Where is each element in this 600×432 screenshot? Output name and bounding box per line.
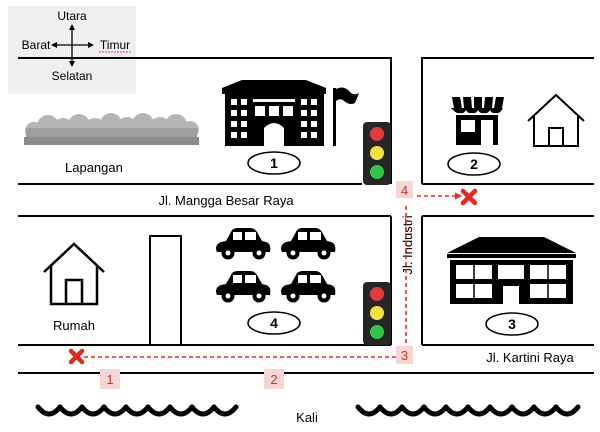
car-icon bbox=[216, 228, 271, 260]
place-number-2: 2 bbox=[470, 156, 478, 172]
place-number-4: 4 bbox=[270, 315, 278, 331]
end-cross-icon bbox=[460, 188, 478, 206]
place-number-badge-1 bbox=[247, 151, 301, 175]
school-building-icon bbox=[222, 80, 326, 146]
place-number-3: 3 bbox=[508, 316, 516, 332]
water-wave-icon bbox=[38, 407, 236, 414]
place-number-badge-4 bbox=[247, 311, 301, 335]
warehouse-icon bbox=[447, 237, 576, 304]
route-segment-top bbox=[417, 192, 462, 200]
route-step-badge-4 bbox=[396, 181, 413, 198]
home-label: Rumah bbox=[53, 318, 95, 333]
top-right-block-edge bbox=[421, 57, 594, 184]
route-step-2: 2 bbox=[270, 372, 277, 387]
compass-east-label: Timur bbox=[100, 38, 130, 52]
house-icon bbox=[527, 93, 585, 147]
car-icon bbox=[216, 271, 271, 303]
industri-road-label: Jl. Industri bbox=[400, 215, 415, 274]
water-wave-icon bbox=[358, 407, 578, 414]
compass: Utara Barat Timur Selatan bbox=[8, 6, 136, 94]
compass-west-label: Barat bbox=[22, 38, 51, 52]
river-label: Kali bbox=[296, 410, 318, 425]
house-icon bbox=[43, 242, 105, 306]
shop-icon bbox=[451, 97, 504, 145]
route-step-badge-2 bbox=[264, 369, 284, 389]
route-step-4: 4 bbox=[401, 183, 408, 198]
main-road-label: Jl. Mangga Besar Raya bbox=[158, 193, 294, 208]
route-step-badge-3 bbox=[396, 346, 413, 364]
road-network bbox=[18, 57, 594, 374]
flag-icon bbox=[333, 87, 359, 146]
alley-road bbox=[149, 235, 182, 345]
route-step-badge-1 bbox=[100, 369, 120, 389]
route-step-1: 1 bbox=[106, 372, 113, 387]
compass-south-label: Selatan bbox=[52, 69, 93, 83]
compass-north-label: Utara bbox=[57, 9, 87, 23]
field-label: Lapangan bbox=[65, 160, 123, 175]
start-cross-icon bbox=[68, 348, 85, 365]
place-number-badge-2 bbox=[447, 152, 501, 176]
traffic-light-icon bbox=[363, 282, 391, 345]
bushes-icon bbox=[24, 113, 199, 145]
route-step-3: 3 bbox=[401, 348, 408, 363]
traffic-light-icon bbox=[363, 122, 391, 185]
place-number-1: 1 bbox=[270, 155, 278, 171]
top-left-block-edge bbox=[18, 57, 392, 184]
car-icon bbox=[281, 271, 336, 303]
side-road-label: Jl. Kartini Raya bbox=[486, 350, 574, 365]
car-icon bbox=[281, 228, 336, 260]
place-number-badge-3 bbox=[485, 312, 539, 336]
